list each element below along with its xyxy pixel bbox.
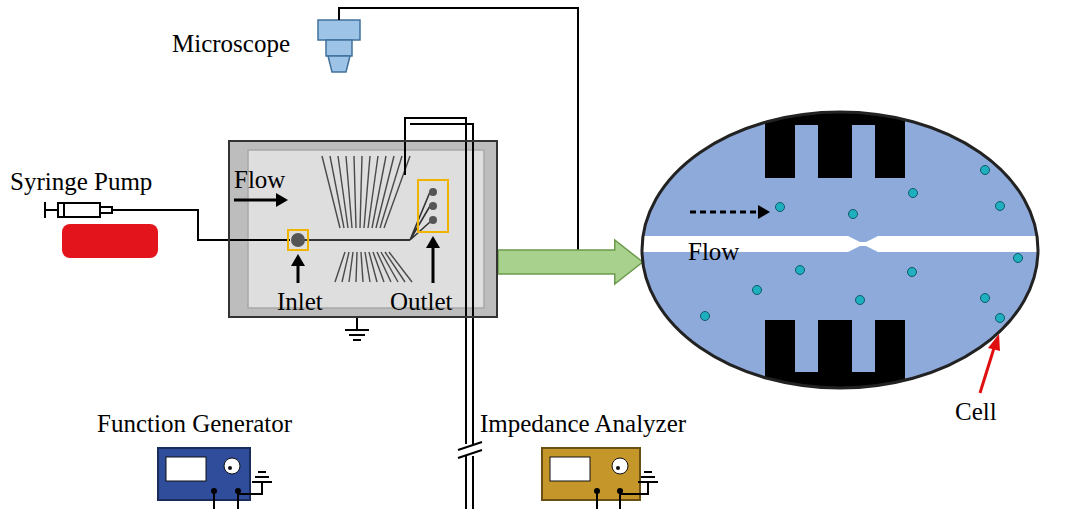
node-label: Function Generator xyxy=(97,410,292,438)
electrode-trace xyxy=(349,252,353,282)
electrode-trace xyxy=(356,252,357,282)
pump-base xyxy=(62,224,158,258)
electrode-trace xyxy=(365,252,370,282)
wire-break-marks xyxy=(458,442,482,458)
tubing-connector xyxy=(163,210,228,240)
electrode-trace xyxy=(369,252,377,282)
chip-photo xyxy=(198,140,498,318)
zoom-ellipse xyxy=(642,112,1038,388)
electrode-trace xyxy=(385,252,405,282)
inlet-arrow xyxy=(291,254,305,283)
microscope-icon xyxy=(318,20,360,72)
cells xyxy=(701,166,1023,323)
impedance-analyzer: Impedance Analyzer xyxy=(478,408,708,509)
node-label: Flow xyxy=(688,238,739,266)
function-generator: Function Generator xyxy=(95,408,305,509)
node-label: Flow xyxy=(234,166,285,194)
syringe-icon xyxy=(45,202,163,218)
electrode-trace xyxy=(380,156,402,228)
node-label: Outlet xyxy=(390,288,453,316)
electrode-trace xyxy=(330,156,344,228)
syringe-pump: Syringe Pump xyxy=(8,166,163,260)
node-label: Syringe Pump xyxy=(10,168,152,196)
flow-dashed-arrow xyxy=(690,211,758,214)
node-label: Inlet xyxy=(277,288,323,316)
electrode-trace xyxy=(384,156,410,228)
microscope-unit: Microscope xyxy=(170,12,365,80)
electrode-trace xyxy=(346,156,352,228)
electrode-trace xyxy=(354,156,356,228)
node-label: Impedance Analyzer xyxy=(480,410,686,438)
electrode-trace xyxy=(368,156,378,228)
electrode-trace xyxy=(360,156,362,228)
function-generator-icon xyxy=(158,448,272,509)
cell-pointer xyxy=(980,334,1000,393)
flow-arrow xyxy=(234,193,288,207)
microfluidic-chip: FlowInlet Outlet xyxy=(228,140,498,318)
electrode-trace xyxy=(389,252,412,282)
impedance-analyzer-icon xyxy=(542,448,658,509)
zoom-view: Flow xyxy=(640,110,1040,390)
electrode-trace xyxy=(361,252,363,282)
callout-label: Cell xyxy=(955,398,997,426)
ground-symbol xyxy=(345,318,369,340)
outlet-arrow xyxy=(426,236,440,283)
flow-arrowhead xyxy=(758,205,770,219)
zoom-arrow xyxy=(498,240,643,284)
electrode-trace xyxy=(342,252,349,282)
node-label: Microscope xyxy=(172,30,290,58)
